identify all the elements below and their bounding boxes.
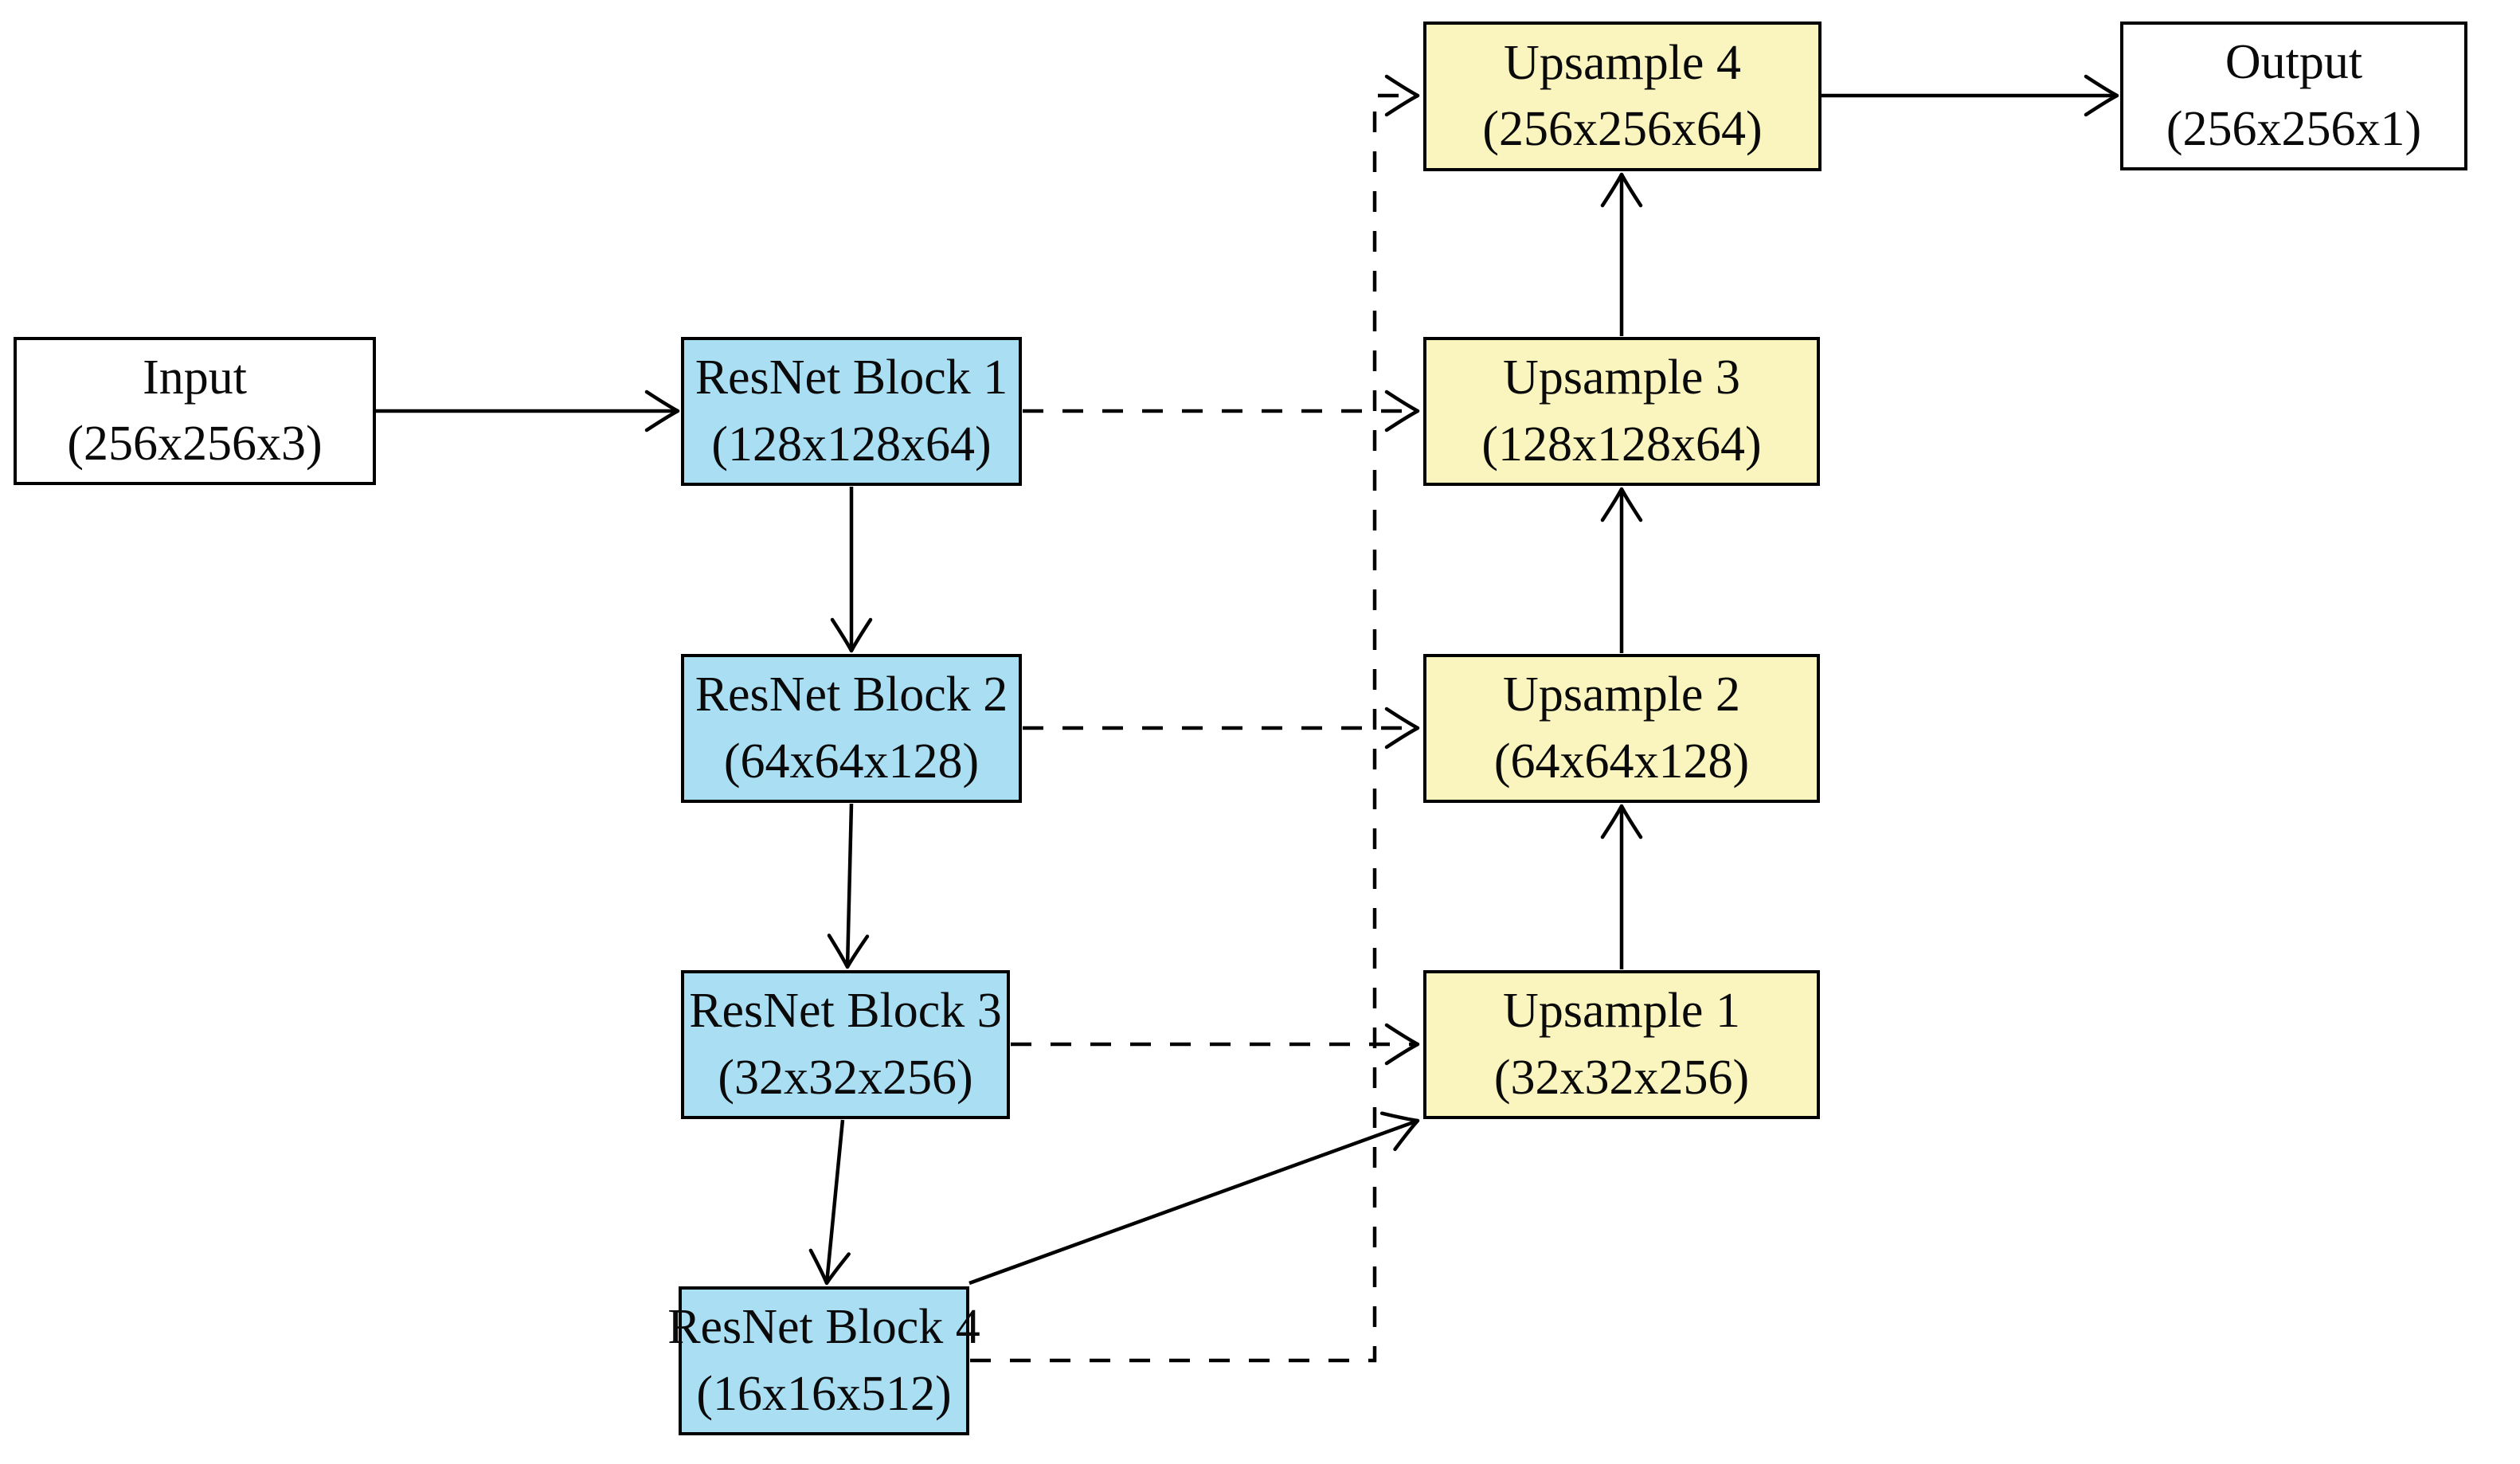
skip-resnet4-to-upsample4: [970, 74, 1420, 1363]
node-upsample1-dims: (32x32x256): [1493, 1050, 1750, 1105]
node-output-dims: (256x256x1): [2166, 101, 2422, 156]
edge-resnet2-to-resnet3: [827, 803, 870, 969]
node-resnet2-dims: (64x64x128): [723, 734, 980, 789]
node-resnet4-dims: (16x16x512): [696, 1366, 952, 1421]
node-resnet-block-3: ResNet Block 3 (32x32x256): [681, 970, 1010, 1119]
node-upsample3-label: Upsample 3: [1503, 350, 1740, 405]
node-upsample-4: Upsample 4 (256x256x64): [1423, 22, 1822, 171]
node-resnet1-dims: (128x128x64): [711, 417, 992, 472]
node-upsample-3: Upsample 3 (128x128x64): [1423, 337, 1820, 486]
node-upsample2-label: Upsample 2: [1503, 667, 1740, 722]
node-resnet-block-1: ResNet Block 1 (128x128x64): [681, 337, 1022, 486]
node-output: Output (256x256x1): [2120, 22, 2467, 170]
node-input-dims: (256x256x3): [67, 417, 323, 471]
edge-resnet4-to-upsample1: [968, 1111, 1420, 1286]
node-input-label: Input: [143, 350, 247, 405]
node-resnet2-label: ResNet Block 2: [695, 667, 1008, 722]
node-resnet-block-4: ResNet Block 4 (16x16x512): [667, 1286, 980, 1435]
node-resnet4-label: ResNet Block 4: [667, 1300, 980, 1355]
node-upsample-2: Upsample 2 (64x64x128): [1423, 654, 1820, 803]
node-upsample1-label: Upsample 1: [1503, 984, 1740, 1039]
node-resnet-block-2: ResNet Block 2 (64x64x128): [681, 654, 1022, 803]
node-resnet3-dims: (32x32x256): [718, 1050, 973, 1105]
node-output-label: Output: [2225, 35, 2363, 90]
node-upsample4-dims: (256x256x64): [1482, 102, 1763, 156]
node-input: Input (256x256x3): [14, 337, 376, 485]
node-upsample3-dims: (128x128x64): [1481, 417, 1762, 472]
node-upsample4-label: Upsample 4: [1504, 35, 1741, 90]
node-resnet1-label: ResNet Block 1: [695, 350, 1008, 405]
node-resnet3-label: ResNet Block 3: [689, 984, 1002, 1039]
node-upsample2-dims: (64x64x128): [1493, 734, 1750, 789]
node-upsample-1: Upsample 1 (32x32x256): [1423, 970, 1820, 1119]
edge-resnet3-to-resnet4: [808, 1119, 851, 1286]
